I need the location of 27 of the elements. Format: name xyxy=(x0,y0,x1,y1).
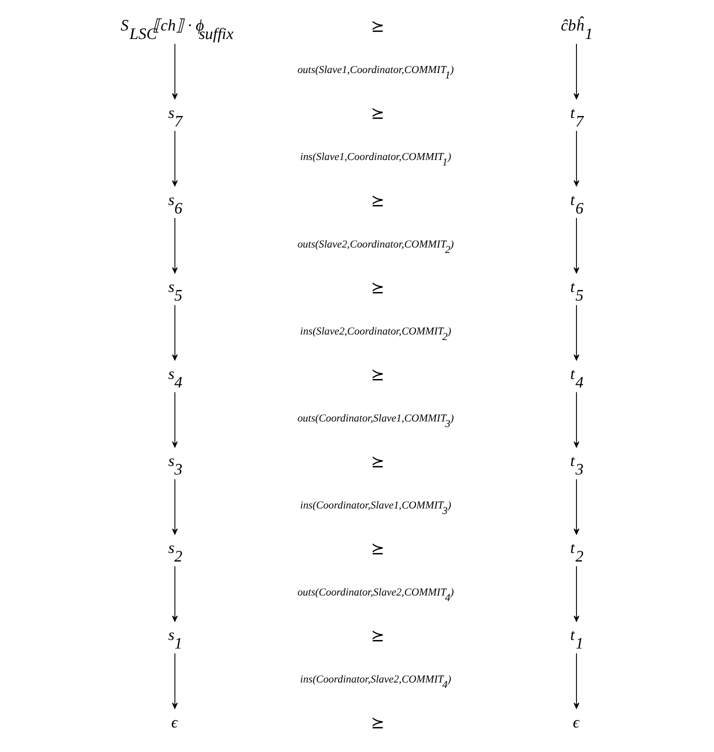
arrow xyxy=(172,130,178,186)
arrow xyxy=(172,218,178,274)
label: ⪰ xyxy=(370,628,384,646)
label: ⪰ xyxy=(370,366,384,384)
arrow xyxy=(172,652,178,709)
arrow xyxy=(172,566,178,622)
arrow xyxy=(574,392,580,448)
arrow xyxy=(574,218,580,274)
label: ⪰ xyxy=(370,106,384,123)
label: ⪰ xyxy=(370,454,384,471)
label: ⪰ xyxy=(370,18,384,36)
arrow xyxy=(574,43,580,100)
arrow xyxy=(574,304,580,360)
arrow xyxy=(172,43,178,100)
label: ⪰ xyxy=(370,541,384,558)
label: ⪰ xyxy=(370,192,384,210)
arrow xyxy=(172,392,178,448)
label: ⪰ xyxy=(370,280,384,297)
arrow xyxy=(172,478,178,535)
node-text: ϵ xyxy=(171,714,178,732)
node-text: ϵ xyxy=(572,714,580,732)
arrow xyxy=(574,652,580,709)
arrow xyxy=(574,566,580,622)
label: ⪰ xyxy=(370,715,384,732)
arrow xyxy=(574,130,580,186)
arrow xyxy=(574,478,580,535)
arrow xyxy=(172,304,178,360)
